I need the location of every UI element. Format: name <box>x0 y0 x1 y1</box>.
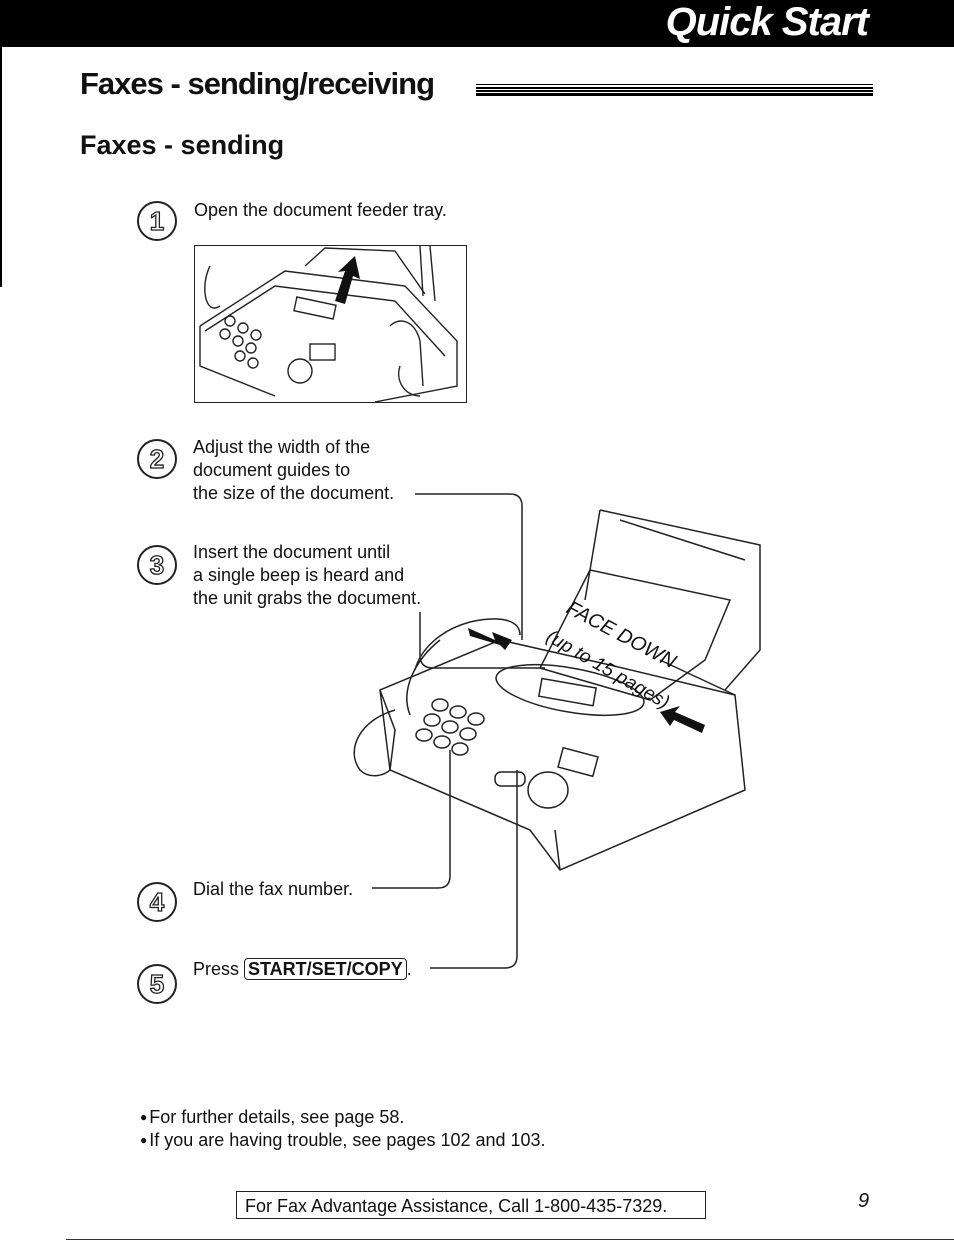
step-5-text: Press START/SET/COPY. <box>193 958 412 981</box>
heading-rule <box>476 84 873 96</box>
page-number: 9 <box>858 1190 870 1212</box>
step-2-text: Adjust the width of the document guides … <box>193 437 395 503</box>
step-2-number: 2 <box>137 439 177 479</box>
step-4-text: Dial the fax number. <box>193 879 354 899</box>
left-rule <box>0 47 2 287</box>
header-bar: Quick Start <box>0 0 954 47</box>
start-set-copy-key: START/SET/COPY <box>244 958 407 980</box>
step-1-number: 1 <box>137 201 177 241</box>
step-5-suffix: . <box>406 959 412 979</box>
step-1-text: Open the document feeder tray. <box>194 200 447 220</box>
step-3-number: 3 <box>137 545 177 585</box>
page-heading: Faxes - sending/receiving <box>80 66 435 101</box>
step-4-number: 4 <box>137 882 177 922</box>
notes-list: For further details, see page 58. If you… <box>140 1106 546 1152</box>
bottom-rule <box>66 1239 954 1240</box>
step-5-prefix: Press <box>193 959 245 979</box>
step-5-number: 5 <box>137 964 177 1004</box>
assistance-box: For Fax Advantage Assistance, Call 1-800… <box>236 1191 706 1219</box>
section-title: Quick Start <box>665 0 869 44</box>
step-3-text: Insert the document until a single beep … <box>193 542 422 608</box>
feeder-tray-illustration <box>194 245 467 403</box>
note-item: If you are having trouble, see pages 102… <box>140 1129 545 1152</box>
note-item: For further details, see page 58. <box>140 1106 546 1129</box>
page-subheading: Faxes - sending <box>80 130 285 160</box>
